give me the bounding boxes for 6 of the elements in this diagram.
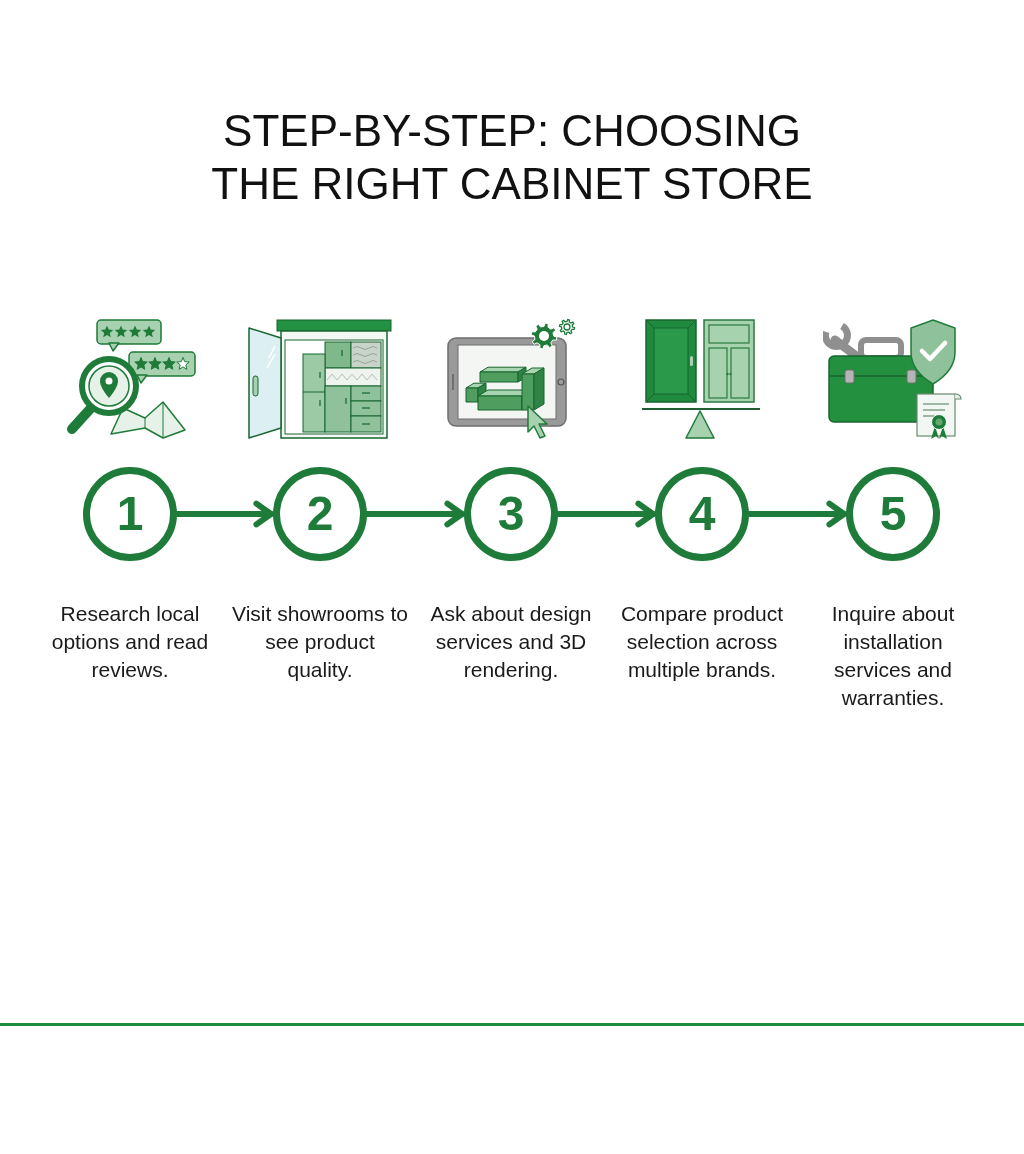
- title: STEP-BY-STEP: CHOOSING THE RIGHT CABINET STORE: [210, 105, 814, 210]
- step-description: Inquire about installation services and warranties.: [830, 601, 956, 711]
- step-description: Visit showrooms to see product quality.: [231, 601, 409, 683]
- step-description: Research local options and read reviews.: [50, 601, 210, 683]
- step-description: Ask about design services and 3D rendering.: [429, 601, 593, 683]
- step-description: Compare product selection across multiple brands.: [619, 601, 785, 683]
